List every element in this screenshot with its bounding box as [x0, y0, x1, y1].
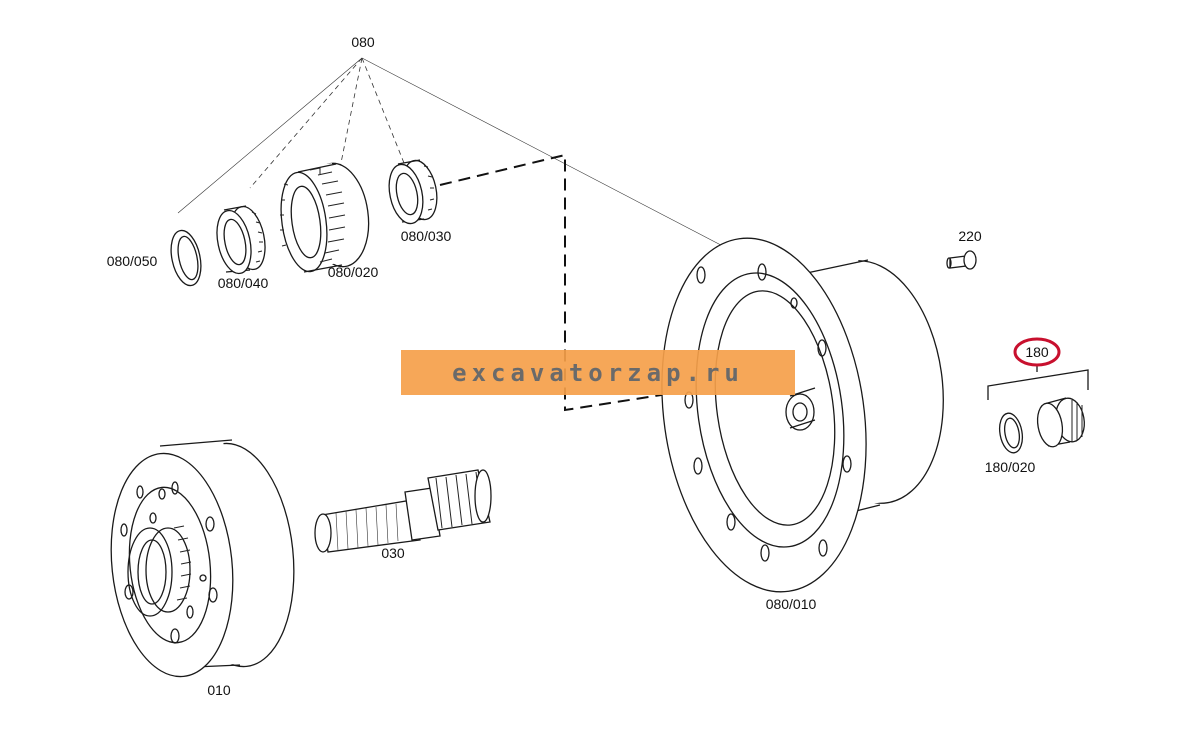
- watermark-banner: excavatorzap.ru: [401, 350, 795, 395]
- drum-010[interactable]: [101, 438, 305, 683]
- watermark-text: excavatorzap.ru: [452, 359, 744, 387]
- shaft-030[interactable]: [314, 469, 492, 553]
- assembly-leader-lines: [177, 57, 741, 256]
- seal-ring-180-020[interactable]: [997, 411, 1026, 454]
- plug-group-bracket: [987, 365, 1089, 400]
- label-080-010[interactable]: 080/010: [766, 596, 817, 612]
- label-030[interactable]: 030: [381, 545, 405, 561]
- label-220[interactable]: 220: [958, 228, 982, 244]
- bearing-080-040[interactable]: [212, 203, 271, 276]
- label-080[interactable]: 080: [351, 34, 375, 50]
- housing-bolt-holes: [684, 263, 852, 562]
- watermark-background: [401, 350, 795, 395]
- label-180-020[interactable]: 180/020: [985, 459, 1036, 475]
- gear-080-020[interactable]: [275, 159, 375, 274]
- label-080-030[interactable]: 080/030: [401, 228, 452, 244]
- ring-080-050[interactable]: [166, 228, 205, 289]
- label-010[interactable]: 010: [207, 682, 231, 698]
- plug-180[interactable]: [1034, 396, 1087, 449]
- housing-080-010[interactable]: [640, 225, 958, 605]
- highlight-circle: [1013, 337, 1061, 367]
- label-080-020[interactable]: 080/020: [328, 264, 379, 280]
- bolt-220[interactable]: [946, 250, 977, 270]
- part-labels: 080 080/050 080/040 080/020 080/030 220 …: [107, 34, 1049, 698]
- label-080-040[interactable]: 080/040: [218, 275, 269, 291]
- bearing-080-030[interactable]: [384, 157, 442, 226]
- label-180[interactable]: 180: [1025, 344, 1049, 360]
- drum-bolt-holes: [120, 481, 218, 644]
- label-080-050[interactable]: 080/050: [107, 253, 158, 269]
